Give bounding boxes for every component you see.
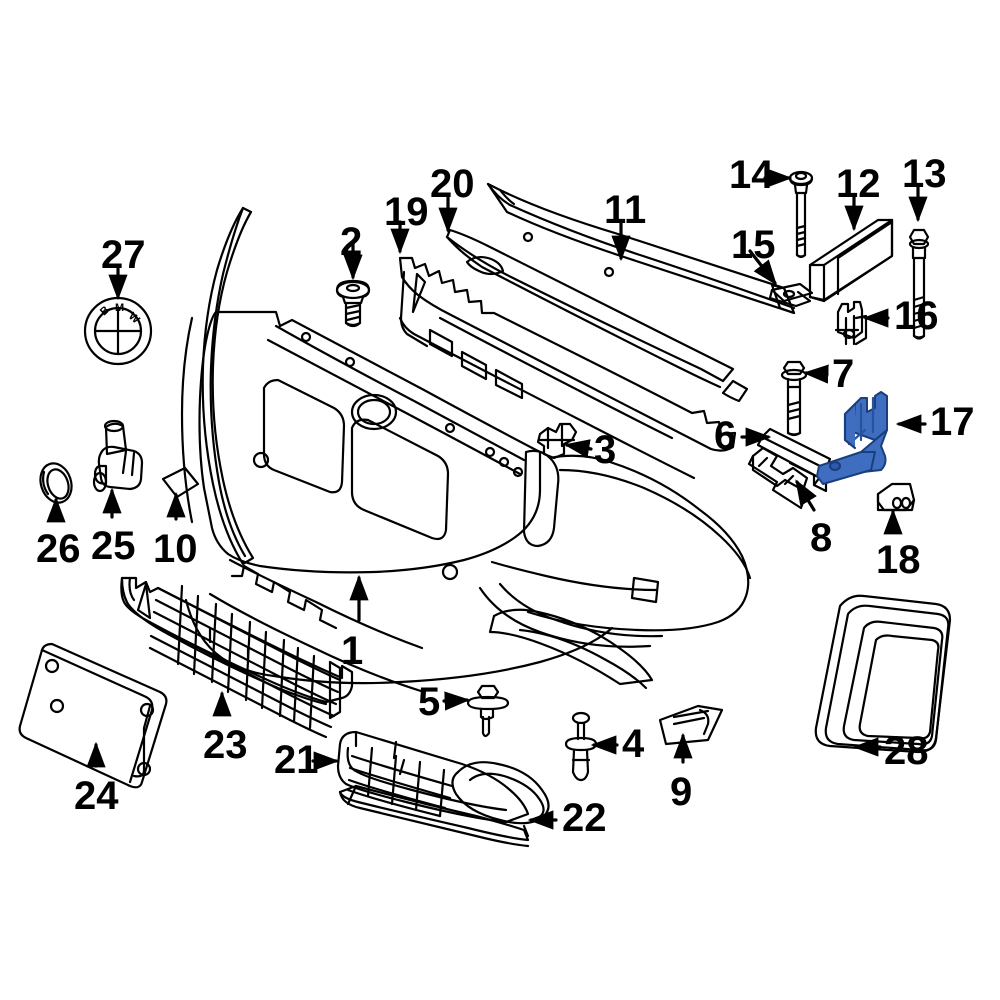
callout-label-6[interactable]: 6 bbox=[714, 414, 737, 458]
part-21-fog-lamp-grille bbox=[336, 730, 550, 825]
part-5-push-in-nut bbox=[466, 684, 510, 738]
callout-label-4[interactable]: 4 bbox=[622, 722, 645, 766]
callout-label-19[interactable]: 19 bbox=[384, 190, 429, 234]
callout-label-2[interactable]: 2 bbox=[340, 220, 363, 264]
part-16-retaining-clip-bracket bbox=[834, 300, 868, 346]
callout-label-8[interactable]: 8 bbox=[810, 516, 833, 560]
part-17-bumper-guide-bracket bbox=[816, 391, 888, 485]
callout-label-3[interactable]: 3 bbox=[594, 428, 617, 472]
svg-text:M: M bbox=[115, 302, 124, 314]
callout-label-25[interactable]: 25 bbox=[91, 524, 136, 568]
callout-label-18[interactable]: 18 bbox=[876, 538, 921, 582]
callout-label-11[interactable]: 11 bbox=[604, 188, 647, 232]
callout-label-13[interactable]: 13 bbox=[902, 152, 947, 196]
callout-label-27[interactable]: 27 bbox=[101, 233, 146, 277]
callout-arrow-layer bbox=[46, 168, 928, 830]
callout-label-21[interactable]: 21 bbox=[274, 738, 319, 782]
part-2-flange-head-screw bbox=[335, 279, 371, 328]
part-12-crash-box-channel bbox=[808, 218, 894, 303]
callout-label-15[interactable]: 15 bbox=[731, 223, 776, 267]
part-8-right-support-bracket bbox=[747, 446, 809, 510]
part-28-air-duct-bezel bbox=[814, 594, 952, 754]
part-9-tow-hook-cover-flap bbox=[658, 704, 724, 746]
part-23-center-lower-grille bbox=[120, 576, 354, 739]
part-19-energy-absorber-foam bbox=[398, 256, 737, 480]
callout-label-24[interactable]: 24 bbox=[74, 774, 119, 818]
callout-label-23[interactable]: 23 bbox=[203, 723, 248, 767]
callout-label-16[interactable]: 16 bbox=[894, 294, 939, 338]
part-14-short-torx-bolt bbox=[788, 170, 814, 259]
part-24-license-plate-bracket bbox=[18, 642, 168, 789]
part-15-mounting-tab-plate bbox=[768, 282, 814, 308]
part-20-upper-absorber-strip bbox=[445, 228, 749, 403]
part-22-lower-spoiler-trim bbox=[338, 784, 530, 848]
callout-label-28[interactable]: 28 bbox=[884, 729, 929, 773]
callout-label-22[interactable]: 22 bbox=[562, 796, 607, 840]
callout-label-20[interactable]: 20 bbox=[430, 162, 475, 206]
callout-label-14[interactable]: 14 bbox=[729, 153, 774, 197]
part-10-sensor-mounting-plate bbox=[161, 466, 200, 499]
part-4-expanding-rivet bbox=[564, 711, 598, 782]
callout-label-12[interactable]: 12 bbox=[836, 162, 881, 206]
callout-label-10[interactable]: 10 bbox=[153, 527, 198, 571]
part-25-parking-distance-sensor bbox=[92, 419, 144, 493]
part-13-long-hex-bolt bbox=[908, 228, 930, 340]
callout-label-17[interactable]: 17 bbox=[930, 400, 975, 444]
part-18-spacer-block bbox=[876, 482, 916, 512]
callout-label-7[interactable]: 7 bbox=[832, 352, 855, 396]
part-27-bmw-roundel-emblem: B M W bbox=[83, 296, 153, 366]
callout-label-9[interactable]: 9 bbox=[670, 770, 693, 814]
part-7-hex-flange-bolt bbox=[780, 360, 808, 437]
callout-label-5[interactable]: 5 bbox=[418, 680, 441, 724]
callout-label-26[interactable]: 26 bbox=[36, 527, 81, 571]
callout-label-1[interactable]: 1 bbox=[341, 629, 364, 673]
part-1-front-bumper-cover bbox=[180, 206, 752, 694]
